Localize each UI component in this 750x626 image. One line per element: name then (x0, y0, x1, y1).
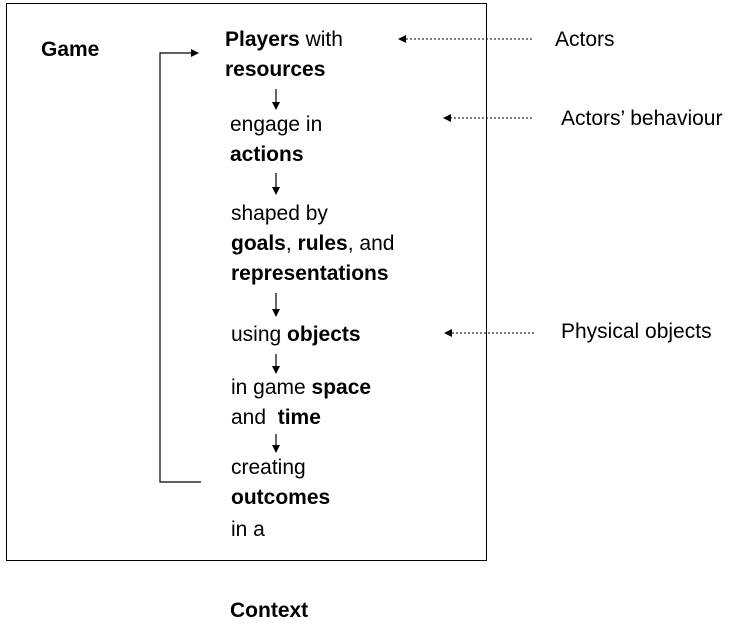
time-term: time (277, 406, 321, 429)
step-players-line1: Players with (225, 25, 343, 55)
representations-term: representations (231, 262, 389, 285)
players-with: with (299, 28, 343, 51)
space-term: space (311, 376, 372, 399)
objects-term: objects (287, 323, 361, 346)
feedback-loop-arrow (159, 49, 201, 483)
step-shaped-line1: shaped by (231, 202, 328, 225)
rules-term: rules (297, 232, 348, 255)
annotation-physical-objects: Physical objects (561, 320, 712, 343)
game-label: Game (41, 38, 100, 61)
and-text-2: and (231, 406, 278, 429)
step-using-line1: using objects (231, 320, 361, 350)
step-space-line1: in game space (231, 373, 371, 403)
step-engage-line1: engage in (230, 113, 323, 136)
game-frame (6, 3, 487, 561)
annotation-actors: Actors (555, 28, 615, 51)
goals-term: goals (231, 232, 286, 255)
and-text: , and (347, 232, 395, 255)
context-label: Context (230, 599, 309, 622)
in-game-text: in game (231, 376, 312, 399)
actions-term: actions (230, 143, 304, 166)
players-term: Players (225, 28, 300, 51)
using-text: using (231, 323, 288, 346)
step-creating-line1: creating (231, 456, 306, 479)
step-space-line2: and time (231, 403, 321, 433)
annotation-actors-behaviour: Actors’ behaviour (561, 107, 723, 130)
step-creating-line3: in a (231, 518, 265, 541)
outcomes-term: outcomes (231, 486, 331, 509)
comma-1: , (285, 232, 298, 255)
step-shaped-line2: goals, rules, and (231, 229, 394, 259)
resources-term: resources (225, 58, 326, 81)
